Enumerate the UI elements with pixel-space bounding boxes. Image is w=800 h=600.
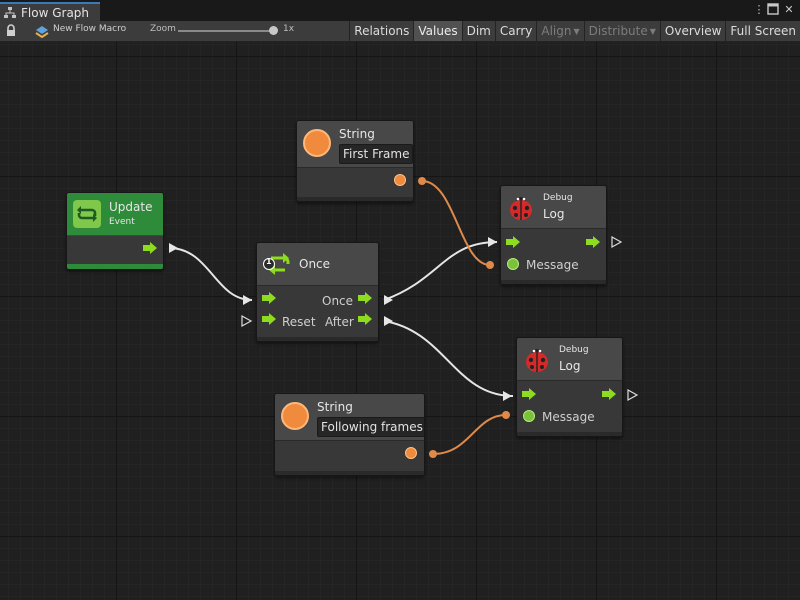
node-subtitle: Debug [559,345,589,355]
carry-button[interactable]: Carry [494,21,537,41]
after-output-port-icon[interactable] [358,313,372,325]
graph-canvas[interactable] [0,42,800,600]
once-badge: 1 [266,257,272,266]
edge-following-to-message[interactable] [432,414,507,455]
node-title: String [339,127,375,141]
string-first-frame-node[interactable]: String First Frame [296,120,414,202]
edge-first-frame-to-message[interactable] [421,180,491,266]
update-loop-icon [73,200,101,228]
string-output-port-icon[interactable] [405,447,417,459]
edge-after-to-log2[interactable] [383,320,514,397]
zoom-slider[interactable] [178,30,274,32]
string-type-icon [281,402,309,430]
node-footer [297,197,413,201]
node-footer [501,280,606,284]
port-label-once: Once [322,294,354,308]
toolbar-buttons: Relations Values Dim Carry Align▼ Distri… [349,21,800,41]
flow-graph-icon [4,6,16,19]
string-output-port-icon[interactable] [394,174,406,186]
node-footer [517,432,622,436]
update-event-node[interactable]: Update Event [66,192,164,270]
edge-endpoint [429,450,437,458]
distribute-dropdown[interactable]: Distribute▼ [583,21,660,41]
ladybug-icon [510,197,532,220]
log1-output-port-icon[interactable] [611,235,623,249]
chevron-down-icon: ▼ [573,27,580,36]
node-footer [67,264,163,269]
align-dropdown[interactable]: Align▼ [536,21,584,41]
node-title: Log [543,207,565,221]
edge-once-to-log1[interactable] [383,241,498,301]
node-title: Update [109,200,153,214]
ladybug-icon [526,349,548,372]
string-following-frames-node[interactable]: String Following frames [274,393,425,476]
string-value-field[interactable]: Following frames [317,417,424,437]
edge-update-to-once[interactable] [168,247,253,301]
enter-input-port-icon[interactable] [262,292,276,304]
log-input-port-icon[interactable] [506,236,520,248]
once-node[interactable]: 1 Once Once Reset After [256,242,379,342]
edge-arrowhead [169,243,178,253]
kebab-menu-icon[interactable]: ⋮ [753,3,765,16]
log-output-port-arrow-icon[interactable] [602,388,616,400]
log-input-port-icon[interactable] [522,388,536,400]
node-subtitle: Debug [543,193,573,203]
edge-arrowhead [384,295,393,305]
string-value-field[interactable]: First Frame [339,144,413,164]
node-footer [257,337,378,341]
tab-flow-graph[interactable]: Flow Graph [0,2,100,21]
once-icon: 1 [263,250,293,278]
close-icon[interactable]: ✕ [784,3,794,16]
string-type-icon [303,129,331,157]
reset-input-port-icon[interactable] [241,314,253,328]
full-screen-button[interactable]: Full Screen [725,21,800,41]
zoom-label: Zoom [150,24,176,34]
port-label-message: Message [526,258,579,272]
debug-log-node-2[interactable]: Debug Log Message [516,337,623,437]
log-output-port-arrow-icon[interactable] [586,236,600,248]
chevron-down-icon: ▼ [649,27,656,36]
node-title: Once [299,257,331,271]
port-label-after: After [325,315,354,329]
node-subtitle: Event [109,217,135,227]
values-button[interactable]: Values [413,21,462,41]
port-label-message: Message [542,410,595,424]
edge-arrowhead [243,295,252,305]
message-input-port-icon[interactable] [523,410,535,422]
edge-endpoint [502,411,510,419]
message-input-port-icon[interactable] [507,258,519,270]
node-title: Log [559,359,581,373]
trigger-output-port-icon[interactable] [143,242,157,254]
log2-output-port-icon[interactable] [627,388,639,402]
debug-log-node-1[interactable]: Debug Log Message [500,185,607,285]
reset-port-arrow-icon[interactable] [262,313,276,325]
edge-arrowhead [384,316,393,326]
zoom-value: 1x [283,24,295,34]
overview-button[interactable]: Overview [659,21,726,41]
edge-arrowhead [503,391,512,401]
lock-icon[interactable] [4,24,18,38]
node-title: String [317,400,353,414]
toolbar: New Flow Macro Zoom 1x Relations Values … [0,21,800,42]
port-label-reset: Reset [282,315,316,329]
zoom-slider-thumb[interactable] [269,26,278,35]
flow-macro-icon [34,24,50,39]
dim-button[interactable]: Dim [461,21,495,41]
edge-endpoint [418,177,426,185]
maximize-icon[interactable] [766,3,780,17]
node-footer [275,471,424,475]
edge-endpoint [486,261,494,269]
tab-title: Flow Graph [21,5,90,20]
edge-arrowhead [488,237,497,247]
macro-name[interactable]: New Flow Macro [53,24,127,34]
relations-button[interactable]: Relations [349,21,414,41]
once-output-port-icon[interactable] [358,292,372,304]
